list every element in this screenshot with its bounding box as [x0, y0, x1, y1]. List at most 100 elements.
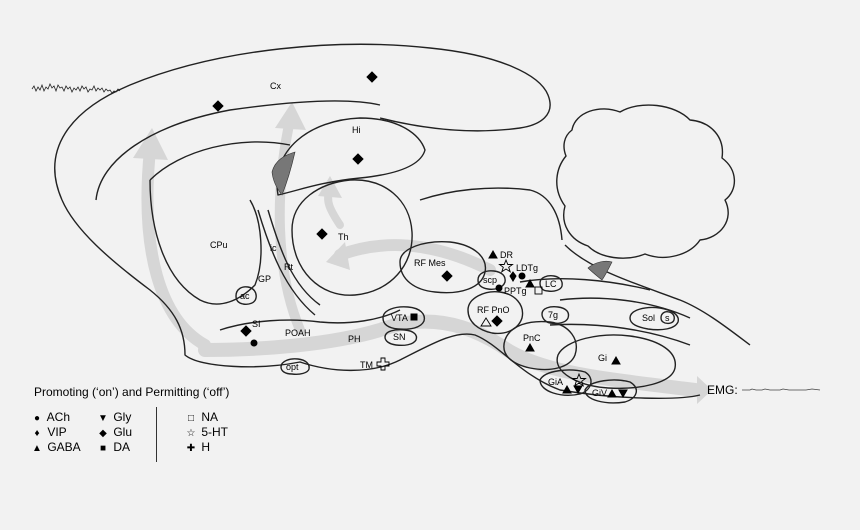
arrow-head-emg [697, 376, 712, 404]
label-pnc: PnC [523, 333, 541, 343]
hippocampus-outline [276, 117, 426, 196]
label-scp: scp [483, 275, 498, 285]
label-cpu: CPu [210, 240, 228, 250]
rf-pno-open-triangle [480, 317, 492, 327]
label-ldtg: LDTg [516, 263, 539, 273]
rf-pno-outline [467, 291, 524, 335]
pathway-arrows [133, 102, 712, 404]
legend-label: 5-HT [201, 425, 229, 439]
brainstem-band [559, 297, 691, 319]
label-rf-mes: RF Mes [414, 258, 446, 268]
midbrain-roof [419, 187, 563, 241]
label-lc: LC [545, 279, 557, 289]
label-opt: opt [286, 362, 299, 372]
ic-line [257, 209, 316, 316]
label-rt: Rt [284, 262, 293, 272]
cx-diamond-2 [212, 100, 224, 112]
tm-cross [376, 357, 390, 371]
fourth-ventricle [587, 260, 613, 281]
square-icon: ■ [99, 443, 107, 454]
si-circle [250, 339, 258, 347]
legend-label: Glu [113, 425, 133, 439]
triangle-up-icon: ▲ [32, 443, 42, 454]
star-icon: ☆ [186, 428, 196, 439]
nucleus-markers [212, 71, 628, 399]
lateral-ventricle [271, 151, 296, 196]
label-giv: GiV [592, 388, 608, 398]
dr-triangle [488, 249, 498, 259]
label-sn: SN [393, 332, 406, 342]
lc-outline [539, 275, 563, 292]
gi-triangle [611, 355, 621, 365]
legend-item-ach: ● ACh [30, 410, 70, 426]
label-gia: GiA [548, 377, 564, 387]
legend-item-5ht: ☆ 5-HT [184, 425, 229, 441]
arrow-ventral-path [198, 314, 702, 397]
legend-item-gly: ▼ Gly [96, 410, 131, 426]
sn-outline [384, 329, 418, 347]
opt-outline [280, 358, 310, 375]
label-dr: DR [500, 250, 513, 260]
legend-label: GABA [47, 440, 81, 454]
label-cx: Cx [270, 81, 281, 91]
eeg-trace [31, 83, 121, 94]
label-gp: GP [258, 274, 272, 284]
legend-label: NA [201, 410, 219, 424]
legend-divider [156, 407, 157, 462]
brainstem-upper-outline [564, 244, 751, 346]
brainstem-band-3 [549, 323, 691, 346]
brain-outlines [54, 43, 751, 404]
callosum-line [149, 141, 291, 181]
hi-diamond [352, 153, 364, 165]
giv-down-triangle [618, 389, 628, 399]
brain-lower-outline [61, 199, 701, 399]
legend-item-vip: ♦ VIP [30, 425, 67, 441]
legend-item-na: □ NA [184, 410, 218, 426]
rf-pno-diamond [491, 315, 503, 327]
dr-star [498, 258, 514, 273]
open-square-icon: □ [187, 413, 195, 424]
gi-outline [556, 334, 676, 390]
ldtg-triangle [525, 278, 535, 288]
rf-mes-diamond [441, 270, 453, 282]
label-7g: 7g [548, 310, 559, 320]
arrow-dorsal-path [334, 239, 496, 276]
gia-down-triangle [573, 385, 583, 395]
arrow-hippo-ascending [274, 115, 305, 335]
triangle-down-icon: ▼ [98, 413, 108, 424]
arrow-head-thalamus [326, 242, 350, 270]
circle-icon: ● [33, 413, 41, 424]
inner-cortex-line [95, 100, 381, 201]
label-ph: PH [348, 334, 361, 344]
si-diamond [240, 325, 252, 337]
legend-item-h: ✚ H [184, 440, 210, 456]
cross-icon: ✚ [186, 443, 196, 454]
label-hi: Hi [352, 125, 361, 135]
label-s: s [665, 313, 670, 323]
gi-star [571, 372, 587, 387]
ventricles [271, 151, 613, 281]
hypothalamus-outline [219, 309, 401, 331]
label-sol: Sol [642, 313, 656, 323]
ac-outline [235, 286, 257, 305]
cx-diamond-1 [366, 71, 378, 83]
thalamus-outline [291, 179, 413, 296]
gia-triangle [562, 384, 572, 394]
legend-label: VIP [47, 425, 67, 439]
lc-square [534, 286, 543, 295]
arrow-head-th [318, 176, 342, 198]
legend-label: H [201, 440, 211, 454]
emg-label: EMG: [707, 383, 738, 397]
ic-line-2 [267, 209, 321, 306]
scp-outline [477, 270, 506, 290]
legend-item-gaba: ▲ GABA [30, 440, 81, 456]
legend-label: ACh [46, 410, 71, 424]
label-ac: ac [240, 291, 250, 301]
legend-label: DA [113, 440, 131, 454]
giv-triangle [607, 388, 617, 398]
brainstem-band-2 [519, 278, 651, 291]
arrow-head-cortex [133, 128, 168, 160]
diamond-icon: ◆ [99, 428, 107, 439]
7g-outline [541, 306, 570, 325]
